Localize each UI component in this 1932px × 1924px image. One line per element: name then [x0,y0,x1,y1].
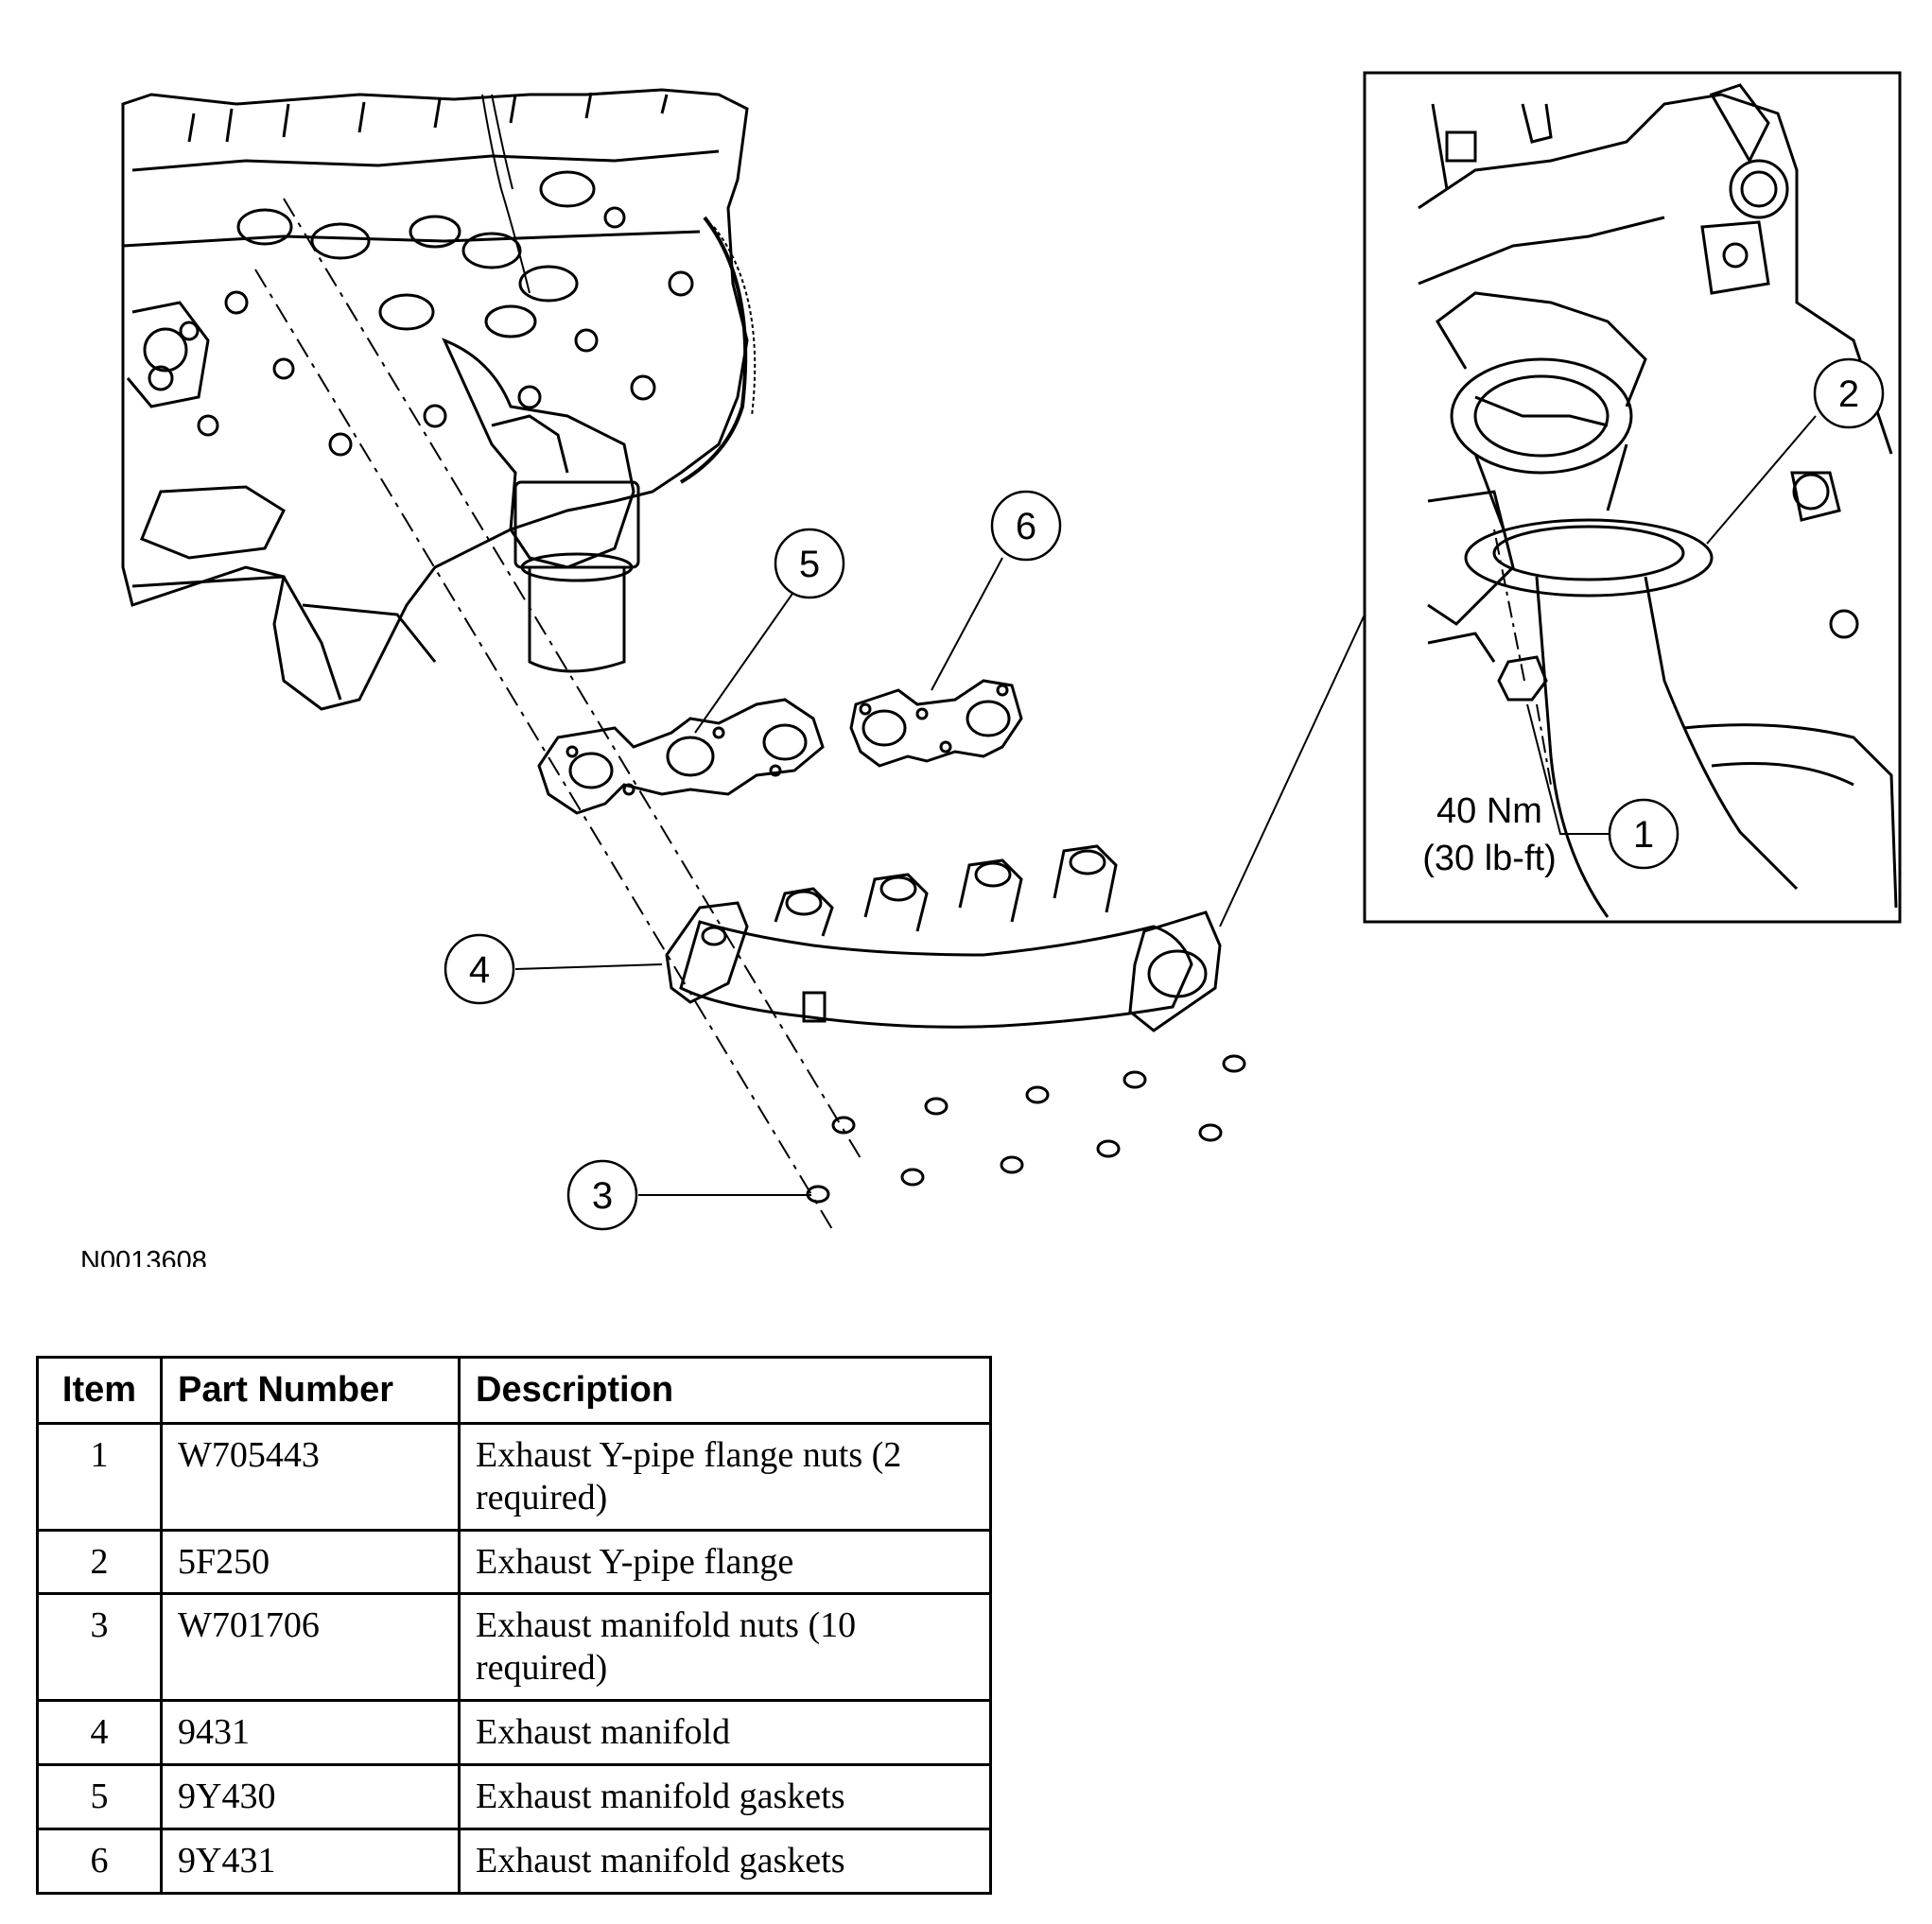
callout-label: 2 [1838,373,1859,415]
table-row: 3 W701706 Exhaust manifold nuts (10 requ… [36,1592,992,1703]
parts-table: Item Part Number Description 1 W705443 E… [36,1356,992,1895]
cell-item: 2 [36,1528,163,1596]
cell-part-number: 9431 [160,1699,461,1766]
cell-item: 5 [36,1762,163,1830]
table-row: 6 9Y431 Exhaust manifold gaskets [36,1827,992,1895]
table-header-row: Item Part Number Description [36,1356,992,1425]
inset-leader-line [1219,614,1366,927]
cell-description: Exhaust Y-pipe flange [458,1528,992,1596]
callout-3: 3 [566,1159,638,1231]
cell-part-number: W705443 [160,1422,461,1532]
manifold-nuts-group [806,1054,1246,1204]
callout-6: 6 [990,490,1062,562]
cell-description: Exhaust manifold [458,1699,992,1766]
callout-label: 5 [799,544,820,585]
detail-inset [1363,71,1902,924]
cell-item: 6 [36,1827,163,1895]
cell-item: 4 [36,1699,163,1766]
callout-label: 1 [1633,814,1654,856]
callout-1: 1 [1608,798,1680,870]
header-description: Description [458,1356,992,1425]
cell-description: Exhaust manifold gaskets [458,1827,992,1895]
exhaust-manifold-4 [665,844,1222,1032]
callout-2: 2 [1813,357,1885,429]
callout-5: 5 [774,528,845,599]
table-row: 5 9Y430 Exhaust manifold gaskets [36,1762,992,1830]
cell-description: Exhaust manifold nuts (10 required) [458,1592,992,1703]
cell-part-number: 9Y430 [160,1762,461,1830]
torque-spec-lbft: (30 lb-ft) [1422,839,1556,878]
cell-part-number: 9Y431 [160,1827,461,1895]
exploded-view-illustration: 1 2 3 4 5 6 40 Nm (30 lb-ft) N0013608 [80,71,1902,1267]
cell-description: Exhaust manifold gaskets [458,1762,992,1830]
figure-code: N0013608 [80,1246,207,1267]
alignment-centerlines [254,198,862,1230]
cell-part-number: 5F250 [160,1528,461,1596]
header-part-number: Part Number [160,1356,461,1425]
cell-item: 3 [36,1592,163,1703]
table-row: 1 W705443 Exhaust Y-pipe flange nuts (2 … [36,1422,992,1532]
callout-4: 4 [444,933,515,1005]
table-row: 2 5F250 Exhaust Y-pipe flange [36,1528,992,1596]
table-row: 4 9431 Exhaust manifold [36,1699,992,1766]
exhaust-manifold-gasket-5 [537,698,825,815]
cell-description: Exhaust Y-pipe flange nuts (2 required) [458,1422,992,1532]
cell-item: 1 [36,1422,163,1532]
cell-part-number: W701706 [160,1592,461,1703]
callout-label: 3 [592,1175,613,1217]
callout-leaders [514,415,1817,1196]
callout-label: 4 [469,949,490,991]
callout-label: 6 [1016,506,1036,547]
header-item: Item [36,1356,163,1425]
exhaust-manifold-gasket-6 [849,679,1023,768]
torque-spec-nm: 40 Nm [1436,791,1542,831]
engine-block-drawing [121,88,757,711]
